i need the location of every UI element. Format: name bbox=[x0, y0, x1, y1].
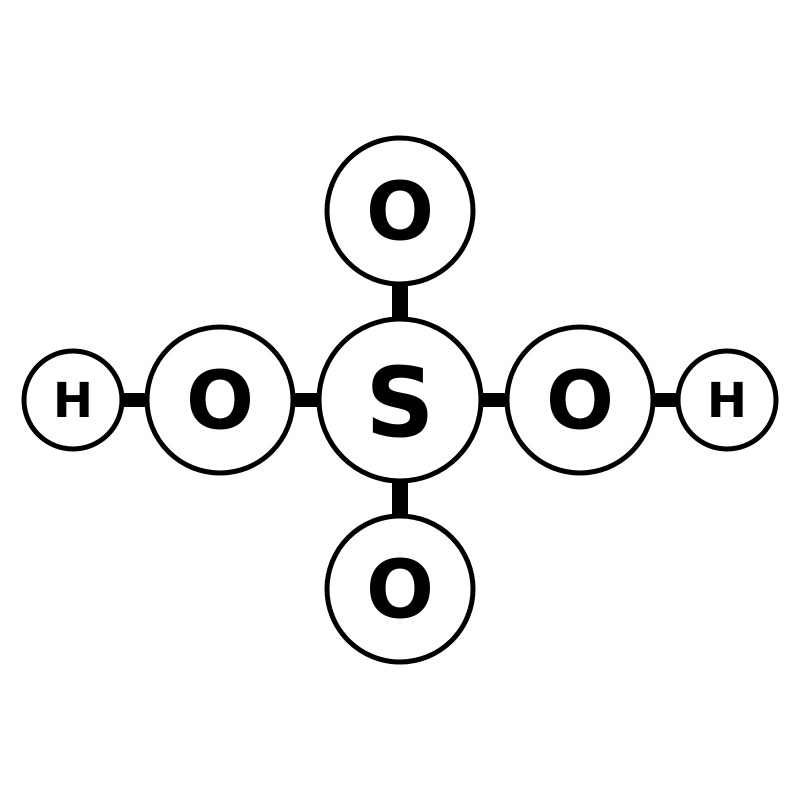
atom-label: H bbox=[53, 373, 93, 429]
atom-o-right: O bbox=[504, 324, 656, 476]
bonds-layer bbox=[118, 284, 682, 516]
atom-o-top: O bbox=[324, 135, 476, 287]
atom-label: H bbox=[707, 373, 747, 429]
atom-o-left: O bbox=[144, 324, 296, 476]
bond-o-right-h-right bbox=[652, 393, 682, 407]
atom-label: S bbox=[365, 347, 434, 459]
bond-s-o-bottom bbox=[392, 482, 408, 516]
bond-s-o-left bbox=[292, 393, 322, 407]
bond-s-o-right bbox=[478, 393, 508, 407]
atom-label: O bbox=[366, 166, 434, 259]
atom-o-bottom: O bbox=[324, 513, 476, 665]
bond-o-left-h-left bbox=[118, 393, 148, 407]
atoms-layer: O O O O H H bbox=[21, 135, 779, 665]
bond-s-o-top bbox=[392, 284, 408, 318]
atom-h-left: H bbox=[21, 348, 125, 452]
atom-label: O bbox=[186, 355, 254, 448]
atom-label: O bbox=[366, 544, 434, 637]
atom-h-right: H bbox=[675, 348, 779, 452]
atom-label: O bbox=[546, 355, 614, 448]
atom-s: S bbox=[316, 316, 484, 484]
